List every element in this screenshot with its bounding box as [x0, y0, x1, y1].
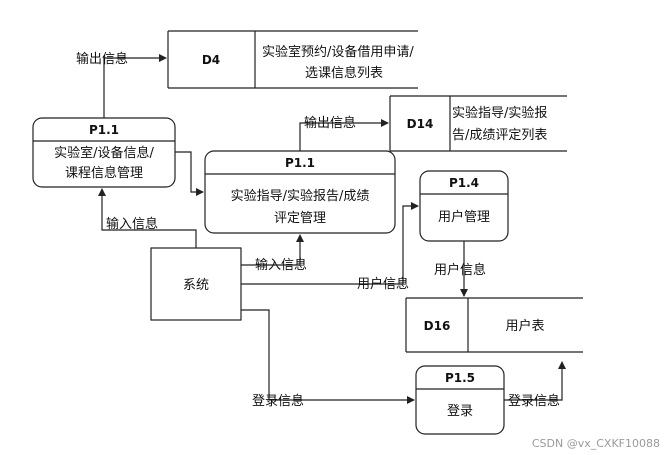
watermark: CSDN @vx_CXKF10088	[532, 437, 660, 450]
process-p14-user-management: P1.4 用户管理	[419, 170, 509, 242]
flow-login-label-1: 登录信息	[252, 393, 304, 409]
flow-system-to-p11-center: 输入信息	[241, 234, 307, 273]
store-d4: D4 实验室预约/设备借用申请/ 选课信息列表	[167, 30, 418, 89]
flow-p14-to-d16: 用户信息	[434, 241, 486, 297]
flow-p11-left-to-center	[175, 151, 204, 196]
flow-system-to-p15: 登录信息	[241, 309, 415, 409]
process-p11-resource-line2: 课程信息管理	[65, 165, 143, 181]
process-p11-guidance-id: P1.1	[285, 156, 315, 170]
external-entity-system-label: 系统	[183, 278, 209, 293]
flow-system-to-p14: 用户信息	[241, 202, 419, 292]
external-entity-system: 系统	[150, 247, 242, 321]
flow-user-info-label-1: 用户信息	[357, 276, 409, 292]
flow-in-label-1: 输入信息	[106, 216, 158, 232]
flow-p15-to-d16: 登录信息	[504, 361, 566, 409]
flow-user-info-label-2: 用户信息	[434, 262, 486, 278]
flow-out-label-2: 输出信息	[304, 115, 356, 131]
process-p11-resource: P1.1 实验室/设备信息/ 课程信息管理	[32, 117, 176, 188]
store-d14-id: D14	[407, 117, 434, 131]
store-d14-label-line2: 告/成绩评定列表	[452, 128, 547, 143]
process-p11-guidance-line1: 实验指导/实验报告/成绩	[231, 188, 370, 204]
flow-p11-center-to-d14: 输出信息	[299, 115, 389, 151]
store-d16-id: D16	[424, 319, 451, 333]
store-d16: D16 用户表	[405, 297, 583, 353]
process-p11-resource-id: P1.1	[89, 123, 119, 137]
flow-p11-to-d4: 输出信息	[76, 51, 167, 118]
process-p14-id: P1.4	[449, 176, 479, 190]
store-d14-label-line1: 实验指导/实验报	[452, 105, 547, 121]
store-d14: D14 实验指导/实验报 告/成绩评定列表	[389, 95, 567, 152]
process-p15-label: 登录	[447, 404, 473, 419]
store-d4-id: D4	[202, 53, 220, 67]
process-p15-login: P1.5 登录	[415, 365, 505, 435]
process-p14-label: 用户管理	[438, 209, 490, 225]
process-p11-guidance: P1.1 实验指导/实验报告/成绩 评定管理	[204, 150, 396, 234]
flow-in-label-2: 输入信息	[255, 257, 307, 273]
process-p11-guidance-line2: 评定管理	[274, 211, 326, 226]
process-p15-id: P1.5	[445, 371, 475, 385]
flow-login-label-2: 登录信息	[508, 393, 560, 409]
process-p11-resource-line1: 实验室/设备信息/	[54, 145, 154, 161]
store-d16-label: 用户表	[505, 318, 544, 334]
store-d4-label-line2: 选课信息列表	[305, 65, 383, 81]
flow-system-to-p11-left: 输入信息	[98, 188, 197, 248]
flow-out-label-1: 输出信息	[76, 51, 128, 67]
store-d4-label-line1: 实验室预约/设备借用申请/	[262, 44, 414, 60]
